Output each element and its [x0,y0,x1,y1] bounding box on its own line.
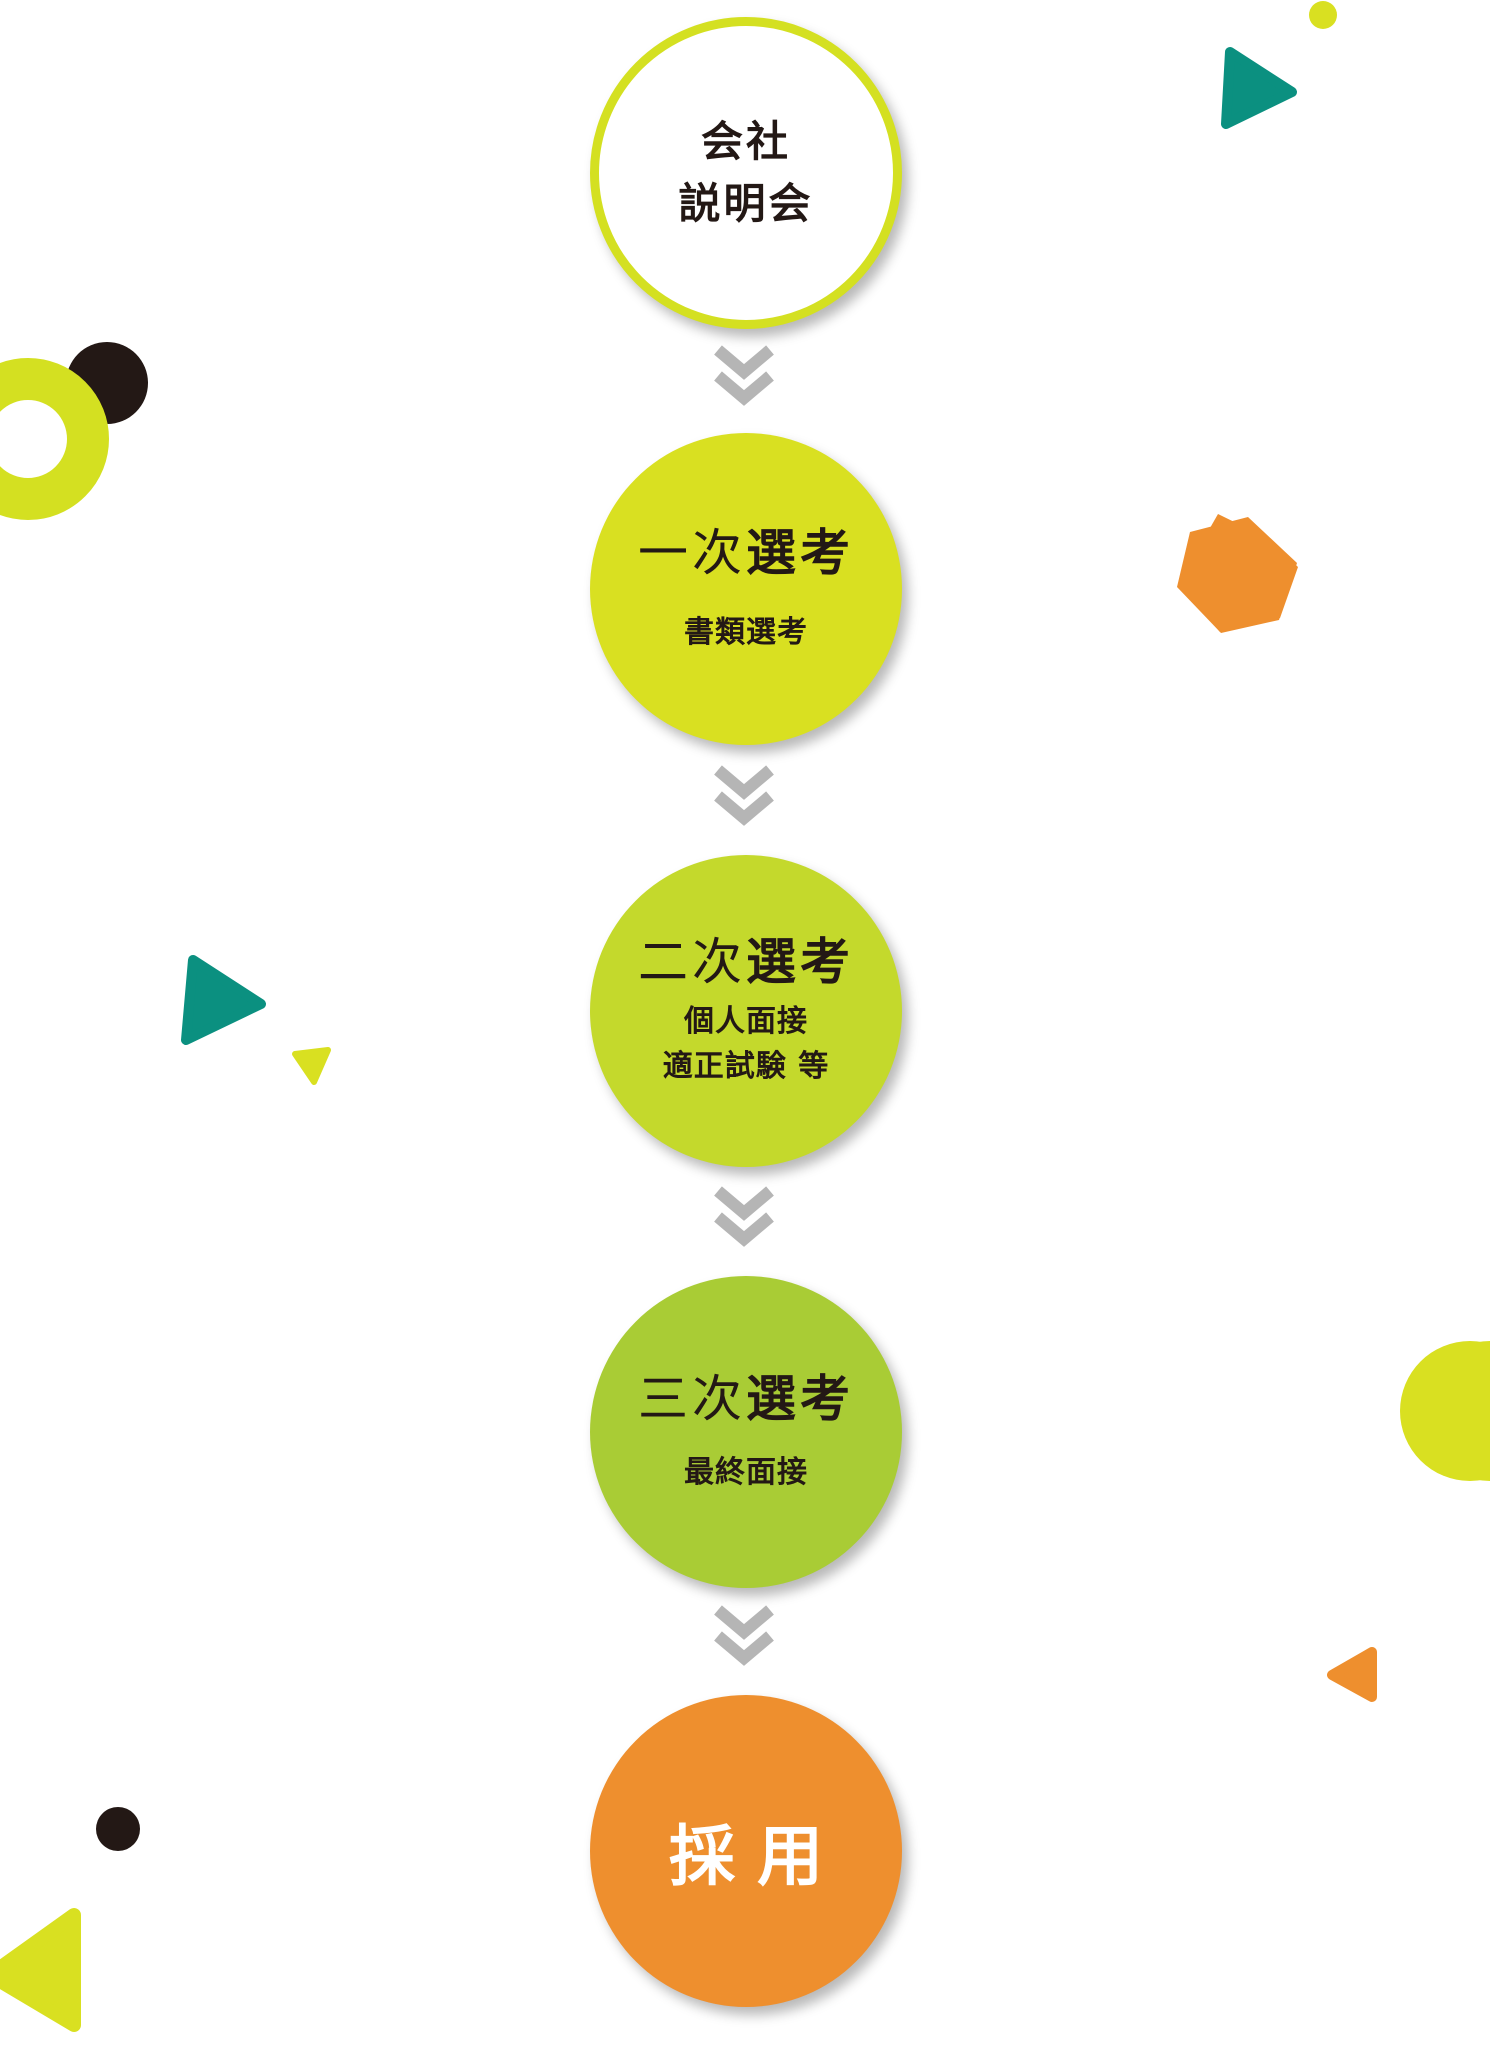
step-detail: 書類選考 [684,614,808,650]
step-title: 二次選考 [638,933,854,991]
orange-triangle-icon [1327,1647,1377,1702]
step-hire: 採用 [590,1695,902,2007]
step-title-prefix: 三次 [638,1369,746,1428]
step-title-main: 選考 [746,1369,854,1428]
double-chevron-down-icon [714,1605,774,1666]
lime-dot-icon [1309,1,1337,29]
briefing-title-line-1: 会社 [700,117,791,166]
double-chevron-down-icon [714,1186,774,1247]
teal-triangle-left-icon [181,955,266,1045]
lime-triangle-bottom-icon [0,1908,81,2032]
briefing-title-line-2: 説明会 [678,179,814,228]
hire-title: 採用 [669,1818,845,1895]
step-title-main: 選考 [746,933,854,991]
step-second-selection: 二次選考 個人面接 適正試験 等 [590,855,902,1167]
step-company-briefing: 会社 説明会 [590,17,902,329]
step-first-selection: 一次選考 書類選考 [590,433,902,745]
step-detail-line-2: 適正試験 等 [662,1049,830,1084]
step-title: 一次選考 [638,524,854,582]
step-title-main: 選考 [746,523,854,582]
black-dot-bottom-icon [96,1807,140,1851]
step-title-prefix: 二次 [638,933,746,991]
lime-ring-icon [0,358,109,520]
double-chevron-down-icon [714,345,774,406]
step-third-selection: 三次選考 最終面接 [590,1276,902,1588]
orange-hexagon-smooth [1177,517,1297,633]
step-detail-line-1: 個人面接 [684,1004,808,1039]
step-detail: 最終面接 [684,1454,808,1490]
step-title: 三次選考 [638,1370,854,1428]
lime-small-triangle-icon [292,1047,331,1085]
double-chevron-down-icon [714,765,774,826]
lime-half-circle-disc [1400,1341,1490,1481]
teal-triangle-icon [1221,47,1297,129]
step-title-prefix: 一次 [638,523,746,582]
